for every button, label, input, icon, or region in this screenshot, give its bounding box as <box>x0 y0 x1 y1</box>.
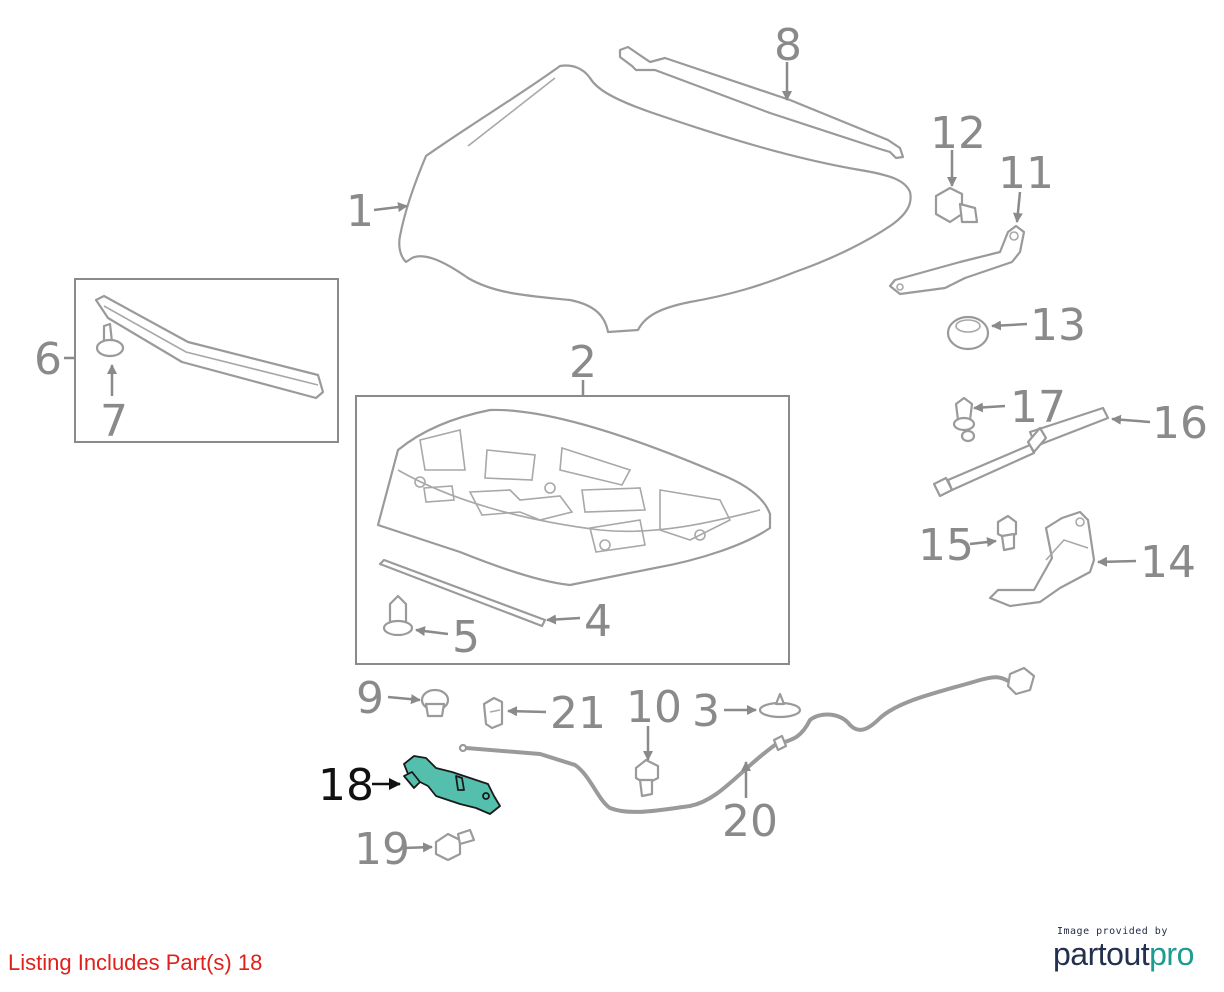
insulator-strip-4-part <box>378 558 547 628</box>
callout-5-leader <box>415 626 449 637</box>
callout-13-leader <box>991 320 1028 331</box>
callout-5: 5 <box>452 612 480 663</box>
hood-insulator-part <box>376 408 772 587</box>
callout-11-leader <box>1012 191 1023 223</box>
push-pin-5-part <box>382 594 414 637</box>
callout-4: 4 <box>584 596 612 647</box>
gas-strut-16-part <box>932 406 1110 498</box>
callout-20: 20 <box>722 796 778 847</box>
callout-16: 16 <box>1152 398 1208 449</box>
listing-note: Listing Includes Part(s) 18 <box>8 950 263 975</box>
hood-part <box>398 64 912 334</box>
callout-16-leader <box>1111 414 1151 425</box>
callout-19: 19 <box>354 824 410 875</box>
hood-seal-strip-part <box>618 45 905 160</box>
bolt-12-part <box>934 186 979 224</box>
callout-1-leader <box>373 202 408 213</box>
callout-9-leader <box>387 694 421 705</box>
callout-3: 3 <box>692 686 720 737</box>
callout-14-leader <box>1097 556 1137 567</box>
ball-stud-17-part <box>952 396 976 443</box>
brand-part2: pro <box>1149 936 1194 972</box>
callout-1: 1 <box>346 186 374 237</box>
group-box-6-7 <box>74 278 339 443</box>
callout-9: 9 <box>356 673 384 724</box>
grommet-3-part <box>758 692 802 719</box>
callout-4-leader <box>546 614 581 625</box>
callout-7: 7 <box>100 396 128 447</box>
callout-14: 14 <box>1140 537 1196 588</box>
partoutpro-credit: Image provided by partoutpro <box>1053 926 1213 971</box>
group-box-2-4-5 <box>355 395 790 665</box>
fastener-7-part <box>95 322 125 358</box>
callout-15-leader <box>969 537 997 547</box>
bolt-10-part <box>634 758 660 798</box>
callout-8: 8 <box>774 20 802 71</box>
credit-caption: Image provided by <box>1057 926 1168 937</box>
release-cable-20-part <box>458 666 1036 814</box>
bumper-9-part <box>420 688 450 718</box>
callout-11: 11 <box>998 148 1054 199</box>
callout-15: 15 <box>918 520 974 571</box>
hood-hinge-11-part <box>888 224 1026 296</box>
callout-18: 18 <box>318 760 374 811</box>
callout-21-leader <box>507 706 547 717</box>
callout-2: 2 <box>569 337 597 388</box>
hood-front-seal-part <box>94 294 325 400</box>
brand-part1: partout <box>1053 936 1150 972</box>
clip-21-part <box>482 696 504 730</box>
bumper-13-part <box>946 315 990 351</box>
hood-latch-18-part <box>403 755 501 815</box>
bolt-19-part <box>434 828 476 862</box>
callout-6: 6 <box>34 334 62 385</box>
callout-21: 21 <box>550 688 606 739</box>
callout-17-leader <box>973 402 1006 413</box>
callout-19-leader <box>403 842 433 853</box>
callout-13: 13 <box>1030 300 1086 351</box>
callout-10: 10 <box>626 682 682 733</box>
bolt-15-part <box>996 514 1018 552</box>
bracket-14-part <box>988 510 1096 608</box>
partoutpro-logo: partoutpro <box>1053 937 1213 971</box>
callout-12: 12 <box>930 108 986 159</box>
